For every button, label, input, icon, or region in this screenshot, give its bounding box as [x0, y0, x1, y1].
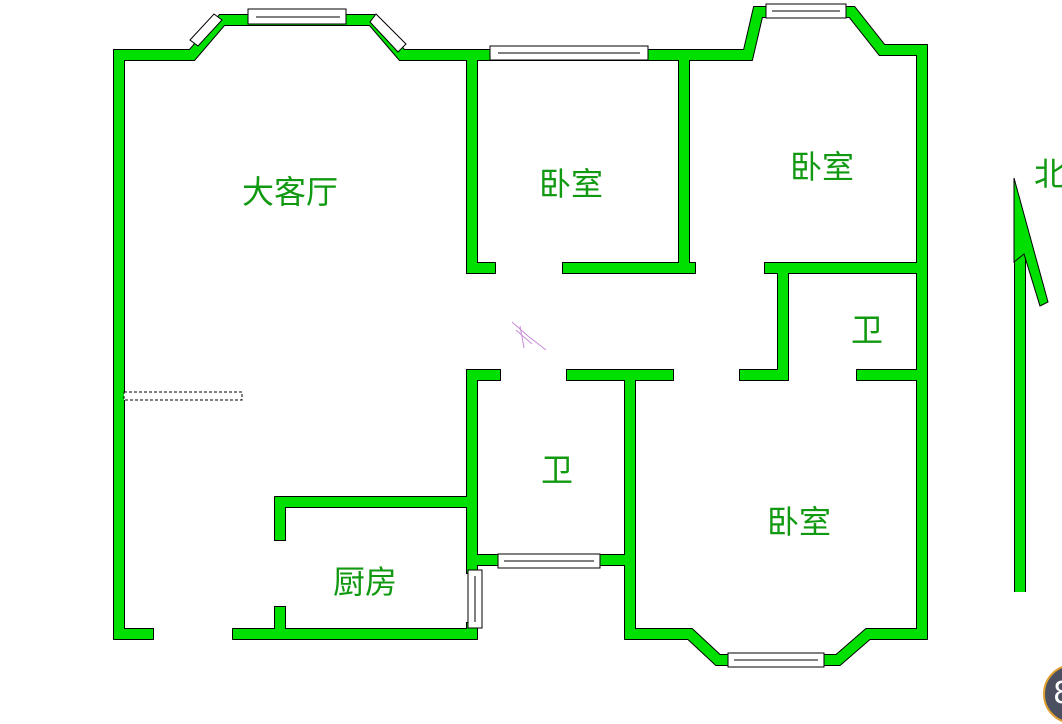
compass-north-label: 北 — [1033, 155, 1062, 193]
walls — [114, 6, 927, 665]
north-arrow — [1013, 177, 1049, 592]
room-label-kitchen: 厨房 — [332, 563, 398, 601]
windows — [123, 3, 847, 668]
room-label-living-room: 大客厅 — [241, 173, 339, 211]
center-artifact — [511, 321, 547, 351]
room-label-bedroom: 卧室 — [538, 165, 604, 203]
room-label-bathroom: 卫 — [540, 451, 574, 489]
room-label-bathroom: 卫 — [850, 311, 884, 349]
room-label-bedroom: 卧室 — [789, 148, 855, 186]
room-label-bedroom: 卧室 — [766, 503, 832, 541]
